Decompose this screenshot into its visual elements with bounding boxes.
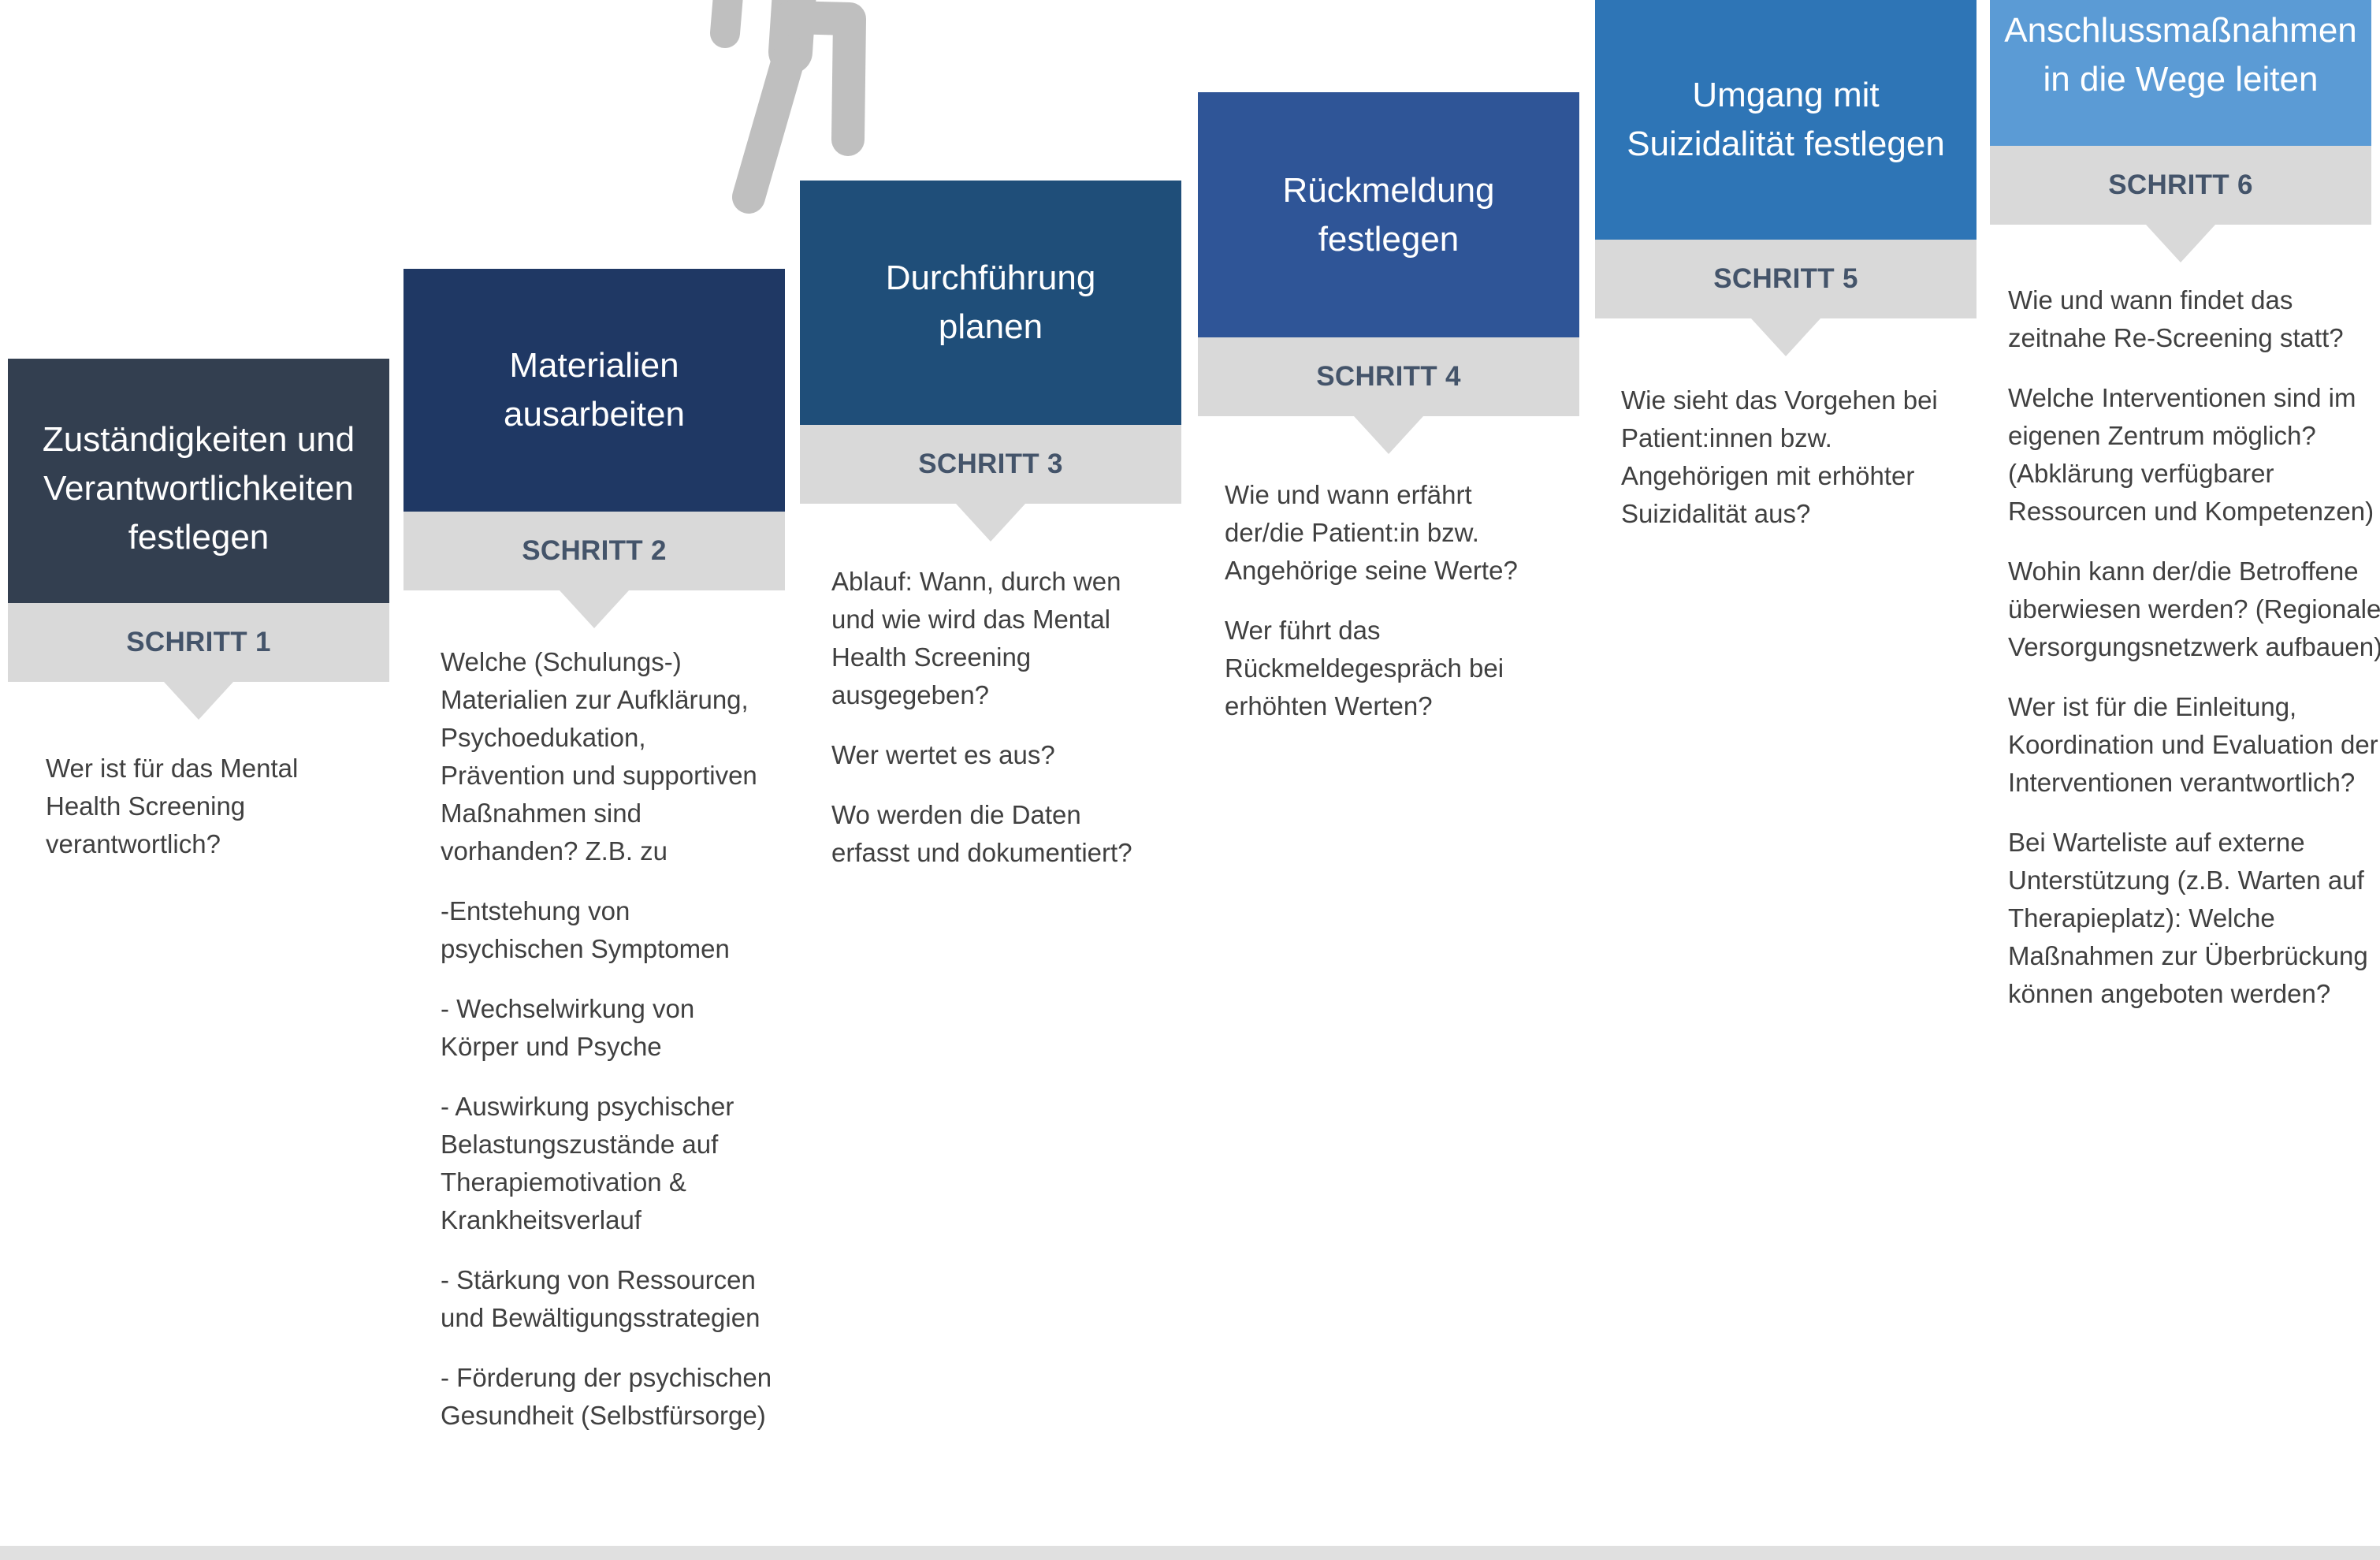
step-5-question-1: Wie sieht das Vorgehen bei Patient:innen… bbox=[1621, 385, 1938, 528]
step-3-description: Ablauf: Wann, durch wen und wie wird das… bbox=[831, 563, 1178, 894]
step-1-label-band: SCHRITT 1 bbox=[8, 603, 389, 720]
step-1-label: SCHRITT 1 bbox=[126, 627, 271, 657]
step-3-question-3: Wo werden die Daten erfasst und dokument… bbox=[831, 800, 1132, 867]
step-6: Anschlussmaßnahmen in die Wege leiten SC… bbox=[1990, 0, 2371, 262]
step-2-label: SCHRITT 2 bbox=[522, 535, 667, 566]
step-6-question-4: Wer ist für die Einleitung, Koordination… bbox=[2008, 692, 2378, 797]
step-4-label: SCHRITT 4 bbox=[1316, 361, 1461, 392]
step-3-question-2: Wer wertet es aus? bbox=[831, 740, 1055, 769]
runner-icon bbox=[710, 0, 866, 214]
step-2-item-5: - Förderung der psychischen Gesundheit (… bbox=[441, 1363, 772, 1430]
step-6-description: Wie und wann findet das zeitnahe Re-Scre… bbox=[2008, 281, 2380, 1035]
step-2-item-4: - Stärkung von Ressourcen und Bewältigun… bbox=[441, 1265, 760, 1332]
step-5-description: Wie sieht das Vorgehen bei Patient:innen… bbox=[1621, 382, 1968, 555]
step-5-title: Umgang mit Suizidalität festlegen bbox=[1627, 76, 1945, 163]
step-4-question-2: Wer führt das Rückmeldegespräch bei erhö… bbox=[1225, 616, 1504, 720]
step-4-question-1: Wie und wann erfährt der/die Patient:in … bbox=[1225, 480, 1518, 585]
step-2-pointer bbox=[560, 590, 629, 628]
step-4-label-band: SCHRITT 4 bbox=[1198, 337, 1579, 454]
step-4-description: Wie und wann erfährt der/die Patient:in … bbox=[1225, 476, 1571, 747]
step-4-pointer bbox=[1354, 416, 1423, 454]
step-5: Umgang mit Suizidalität festlegen SCHRIT… bbox=[1595, 0, 1977, 356]
step-4-header: Rückmeldung festlegen bbox=[1198, 92, 1579, 337]
step-1-pointer bbox=[164, 682, 233, 720]
step-2-title: Materialien ausarbeiten bbox=[504, 346, 685, 434]
step-3-question-1: Ablauf: Wann, durch wen und wie wird das… bbox=[831, 567, 1121, 709]
step-2-item-3: - Auswirkung psychischer Belastungszustä… bbox=[441, 1092, 734, 1234]
step-6-label-band: SCHRITT 6 bbox=[1990, 146, 2371, 262]
step-5-label-band: SCHRITT 5 bbox=[1595, 240, 1977, 356]
step-6-question-2: Welche Interventionen sind im eigenen Ze… bbox=[2008, 383, 2374, 526]
step-3-label-band: SCHRITT 3 bbox=[800, 425, 1181, 542]
step-6-pointer bbox=[2146, 225, 2215, 262]
step-2-header: Materialien ausarbeiten bbox=[403, 269, 785, 512]
step-6-header: Anschlussmaßnahmen in die Wege leiten bbox=[1990, 0, 2371, 146]
step-2-item-2: - Wechselwirkung von Körper und Psyche bbox=[441, 994, 695, 1061]
step-2-question-1: Welche (Schulungs-) Materialien zur Aufk… bbox=[441, 647, 757, 866]
step-5-pointer bbox=[1751, 318, 1820, 356]
step-4: Rückmeldung festlegen SCHRITT 4 bbox=[1198, 92, 1579, 454]
step-5-header: Umgang mit Suizidalität festlegen bbox=[1595, 0, 1977, 240]
step-2-description: Welche (Schulungs-) Materialien zur Aufk… bbox=[441, 643, 787, 1457]
step-2-item-1: -Entstehung von psychischen Symptomen bbox=[441, 896, 730, 963]
step-1-question-1: Wer ist für das Mental Health Screening … bbox=[46, 754, 299, 858]
step-3-title: Durchführung planen bbox=[885, 259, 1096, 346]
step-4-title: Rückmeldung festlegen bbox=[1282, 170, 1495, 259]
step-3-pointer bbox=[956, 504, 1025, 542]
step-2: Materialien ausarbeiten SCHRITT 2 bbox=[403, 269, 785, 628]
step-3: Durchführung planen SCHRITT 3 bbox=[800, 181, 1181, 542]
step-1: Zuständigkeiten und Verantwortlichkeiten… bbox=[8, 359, 389, 720]
step-6-question-1: Wie und wann findet das zeitnahe Re-Scre… bbox=[2008, 285, 2344, 352]
step-1-description: Wer ist für das Mental Health Screening … bbox=[46, 750, 392, 885]
step-3-header: Durchführung planen bbox=[800, 181, 1181, 425]
footer-divider bbox=[0, 1546, 2380, 1560]
step-1-header: Zuständigkeiten und Verantwortlichkeiten… bbox=[8, 359, 389, 603]
step-6-title: Anschlussmaßnahmen in die Wege leiten bbox=[2004, 10, 2357, 99]
step-6-question-3: Wohin kann der/die Betroffene überwiesen… bbox=[2008, 557, 2380, 661]
step-5-label: SCHRITT 5 bbox=[1713, 263, 1858, 294]
step-6-label: SCHRITT 6 bbox=[2108, 169, 2253, 200]
step-1-title: Zuständigkeiten und Verantwortlichkeiten… bbox=[42, 420, 355, 557]
step-2-label-band: SCHRITT 2 bbox=[403, 512, 785, 628]
step-6-question-5: Bei Warteliste auf externe Unterstützung… bbox=[2008, 828, 2368, 1008]
step-3-label: SCHRITT 3 bbox=[918, 449, 1063, 479]
